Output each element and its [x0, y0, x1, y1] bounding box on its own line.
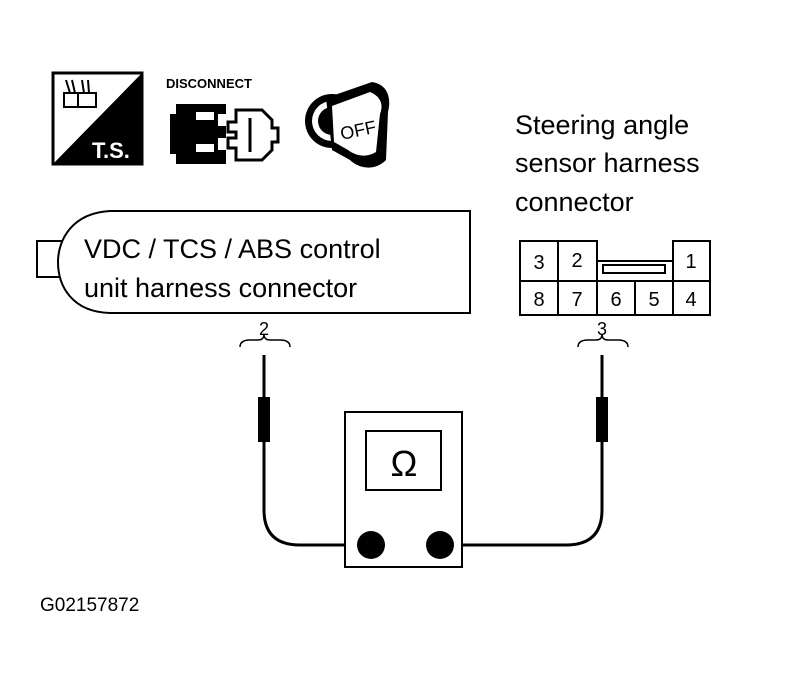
pin-label: 8: [533, 289, 544, 311]
pin-label: 3: [533, 252, 544, 274]
meter-display: [365, 430, 442, 491]
ohm-symbol: Ω: [391, 443, 418, 484]
control-unit-connector: VDC / TCS / ABS control unit harness con…: [36, 210, 471, 314]
pin-label: 6: [610, 289, 621, 311]
pin-label: 4: [685, 289, 696, 311]
ts-label: T.S.: [92, 138, 130, 163]
right-terminal-label: 3: [597, 319, 607, 339]
sensor-title-line3: connector: [515, 187, 634, 217]
sensor-title-line1: Steering angle: [515, 110, 689, 140]
pin-label: 5: [648, 289, 659, 311]
sensor-title-line2: sensor harness: [515, 148, 700, 178]
left-probe: 2: [239, 319, 360, 547]
figure-id: G02157872: [40, 595, 139, 616]
right-probe: 3: [450, 319, 629, 547]
left-terminal-label: 2: [259, 319, 269, 339]
ohmmeter: Ω: [344, 411, 463, 568]
ignition-off-icon: OFF: [305, 82, 390, 168]
disconnect-icon: DISCONNECT: [166, 76, 280, 164]
disconnect-label: DISCONNECT: [166, 76, 252, 91]
pin-label: 7: [571, 289, 582, 311]
troubleshooting-icon: T.S.: [51, 71, 144, 166]
control-unit-line1: VDC / TCS / ABS control: [84, 234, 381, 264]
meter-jack-left: [357, 531, 385, 559]
sensor-connector-face: 3 2 1 8 7 6 5 4: [519, 240, 711, 316]
control-unit-line2: unit harness connector: [84, 273, 357, 303]
pin-label: 2: [571, 250, 582, 272]
pin-label: 1: [685, 251, 696, 273]
meter-jack-right: [426, 531, 454, 559]
